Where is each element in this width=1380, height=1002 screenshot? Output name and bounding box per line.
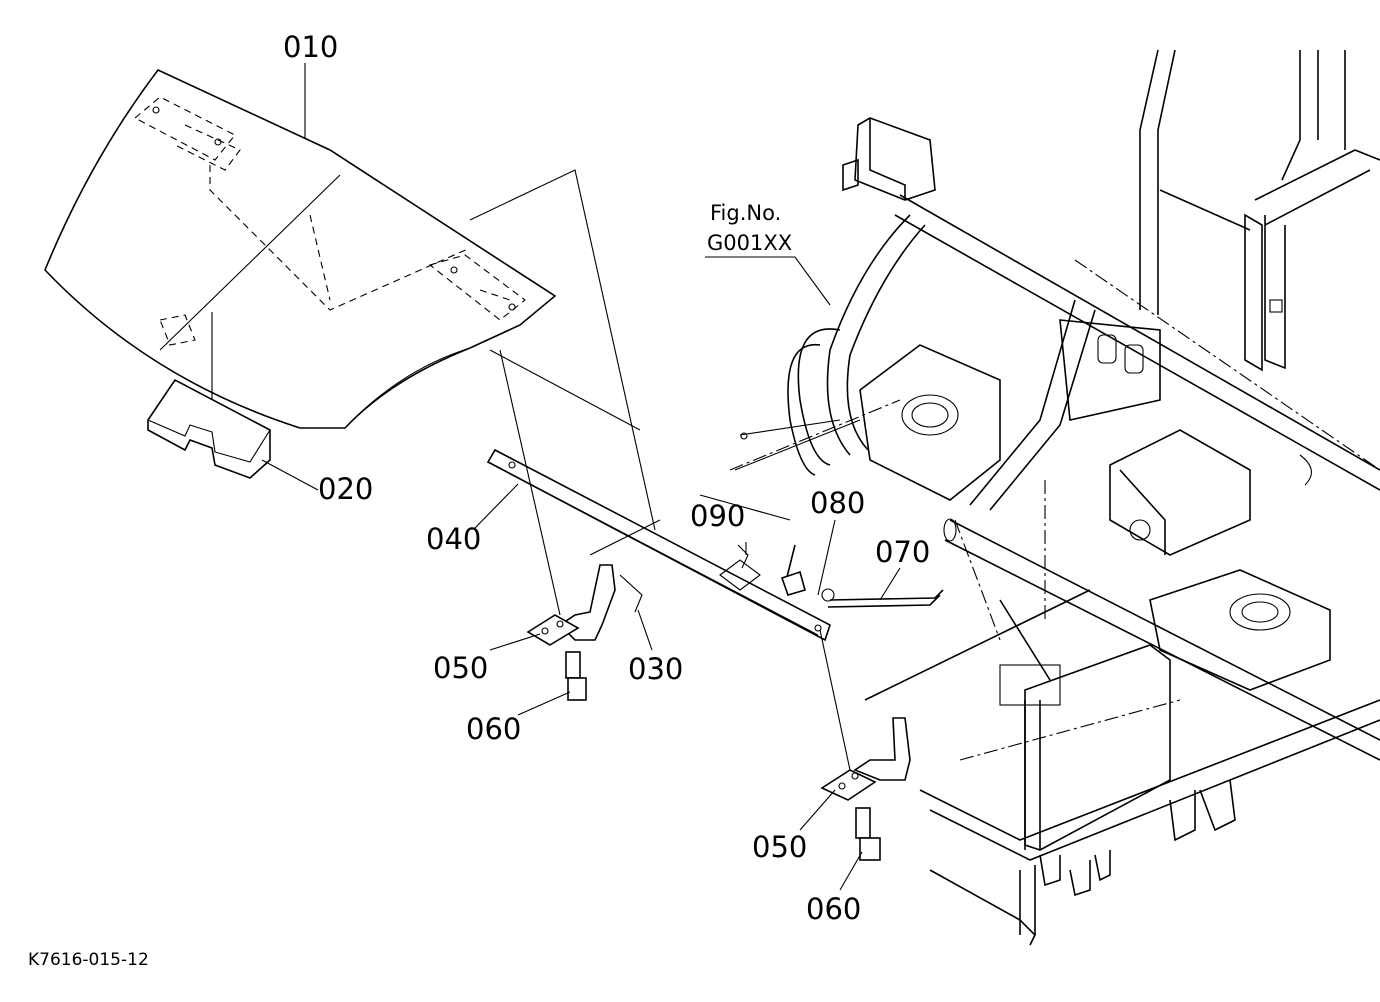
part-010-cover-panel xyxy=(44,69,557,429)
part-group-right-bracket xyxy=(820,717,911,861)
callout-060-left: 060 xyxy=(466,712,521,746)
callout-060-right: 060 xyxy=(806,892,861,926)
leader-lines xyxy=(261,63,901,891)
fig-ref-number: G001XX xyxy=(707,231,792,255)
guide-lines xyxy=(469,169,861,771)
part-040-bar xyxy=(486,448,831,642)
callout-050-left: 050 xyxy=(433,651,488,685)
callout-040: 040 xyxy=(426,522,481,556)
fig-ref-label: Fig.No. xyxy=(710,201,781,225)
part-020-pad xyxy=(147,378,271,479)
callout-050-right: 050 xyxy=(752,830,807,864)
callout-090: 090 xyxy=(690,499,745,533)
tractor-frame xyxy=(729,49,1380,946)
callout-030: 030 xyxy=(628,652,683,686)
drawing-code: K7616-015-12 xyxy=(28,950,149,970)
callout-020: 020 xyxy=(318,472,373,506)
part-group-left-bracket xyxy=(526,564,643,701)
callout-010: 010 xyxy=(283,30,338,64)
callout-080: 080 xyxy=(810,486,865,520)
part-group-rod-spring xyxy=(737,544,944,608)
callout-070: 070 xyxy=(875,535,930,569)
